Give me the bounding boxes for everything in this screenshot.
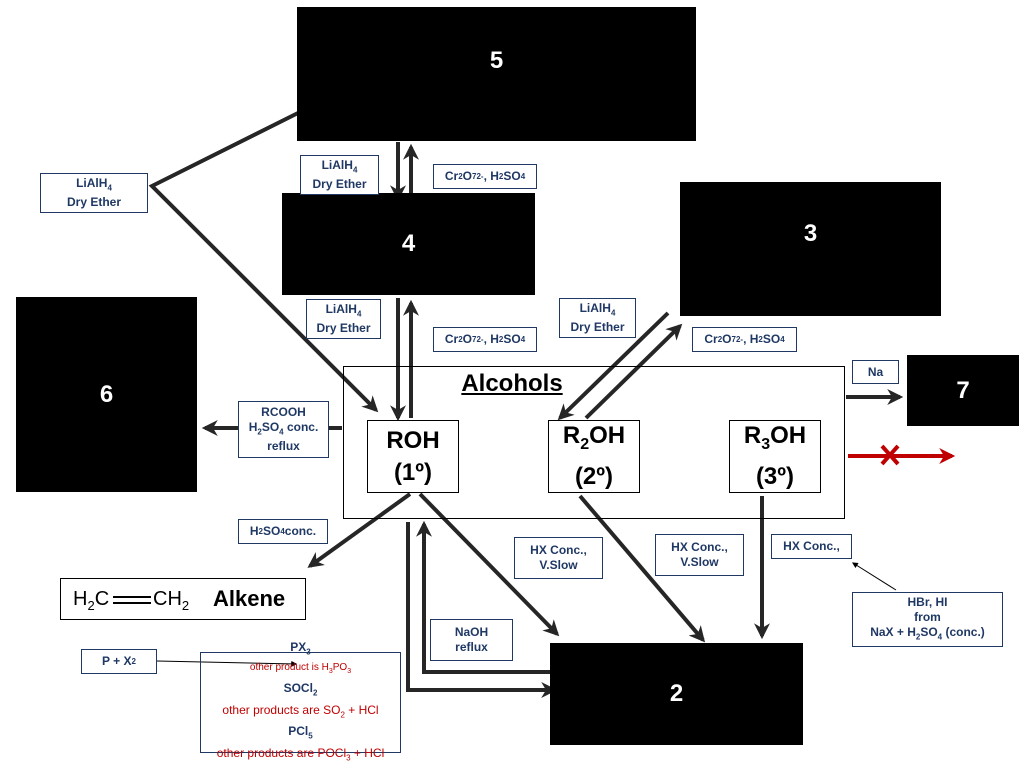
label-rcooh: RCOOH H2SO4 conc. reflux xyxy=(238,401,329,458)
alcohol-secondary-formula: R2OH xyxy=(562,422,626,453)
alcohol-secondary-degree: (2º) xyxy=(574,462,614,490)
alcohols-container xyxy=(343,366,845,519)
arrow-5-to-roh xyxy=(148,111,379,413)
reagent-pcl5-note: other products are POCl3 + HCl xyxy=(216,745,385,762)
arrow-px-to-px3 xyxy=(156,660,298,667)
box-4: 4 xyxy=(282,193,535,295)
alcohol-primary-degree: (1º) xyxy=(393,458,433,486)
label-hx-1: HX Conc.,V.Slow xyxy=(514,537,603,579)
reagent-px3: PX3 xyxy=(290,640,311,657)
box-2-label: 2 xyxy=(669,680,684,707)
arrow-roh-to-2 xyxy=(418,492,560,637)
label-lialh4-top: LiAlH4 Dry Ether xyxy=(300,155,379,195)
label-hx-3: HX Conc., xyxy=(771,534,852,559)
box-7: 7 xyxy=(907,355,1019,426)
label-hx-2: HX Conc.,V.Slow xyxy=(655,534,744,576)
label-na: Na xyxy=(852,360,899,384)
box-4-label: 4 xyxy=(401,230,416,257)
label-lialh4-right: LiAlH4 Dry Ether xyxy=(559,298,636,338)
arrow-to-alkene xyxy=(307,492,412,568)
label-hbr-hi: HBr, HI from NaX + H2SO4 (conc.) xyxy=(852,592,1003,647)
halogenating-reagents-box: PX3 other product is H3PO3 SOCl2 other p… xyxy=(200,640,401,762)
arrow-r2oh-to-2 xyxy=(578,494,706,643)
label-lialh4-left: LiAlH4 Dry Ether xyxy=(40,173,148,213)
alcohol-primary-formula: ROH xyxy=(386,426,440,454)
blocked-cross-icon xyxy=(880,444,900,466)
alkene-name: Alkene xyxy=(213,586,286,611)
alkene-ch2: CH2 xyxy=(153,588,190,613)
arrow-hbr-to-hx xyxy=(851,562,897,591)
box-6-label: 6 xyxy=(99,380,114,408)
reagent-socl2-note: other products are SO2 + HCl xyxy=(222,702,379,720)
double-bond xyxy=(113,596,151,604)
alcohol-primary: ROH (1º) xyxy=(367,420,459,493)
box-5-label: 5 xyxy=(489,47,504,74)
alkene-h2c: H2C xyxy=(73,588,110,613)
alcohols-title: Alcohols xyxy=(461,370,563,397)
box-2: 2 xyxy=(550,643,803,745)
alcohol-tertiary-degree: (3º) xyxy=(755,462,795,490)
box-5: 5 xyxy=(297,7,696,141)
alcohol-secondary: R2OH (2º) xyxy=(548,420,640,493)
arrow-2-to-roh-elbow xyxy=(416,520,551,674)
alcohol-tertiary: R3OH (3º) xyxy=(729,420,821,493)
arrow-r2oh-to-3 xyxy=(584,323,683,420)
box-3: 3 xyxy=(680,182,941,316)
reagent-px3-note: other product is H3PO3 xyxy=(249,662,352,676)
box-6: 6 xyxy=(16,297,197,492)
box-7-label: 7 xyxy=(956,376,970,404)
alkene-box: H2C CH2 Alkene xyxy=(60,578,306,620)
alcohol-tertiary-formula: R3OH xyxy=(743,422,807,453)
arrow-roh-to-2-elbow xyxy=(406,522,558,698)
reagent-socl2: SOCl2 xyxy=(283,681,318,698)
reagent-pcl5: PCl5 xyxy=(288,724,313,741)
box-3-label: 3 xyxy=(803,220,818,247)
arrow-3-to-r2oh xyxy=(557,311,670,421)
label-lialh4-mid: LiAlH4 Dry Ether xyxy=(306,299,381,339)
